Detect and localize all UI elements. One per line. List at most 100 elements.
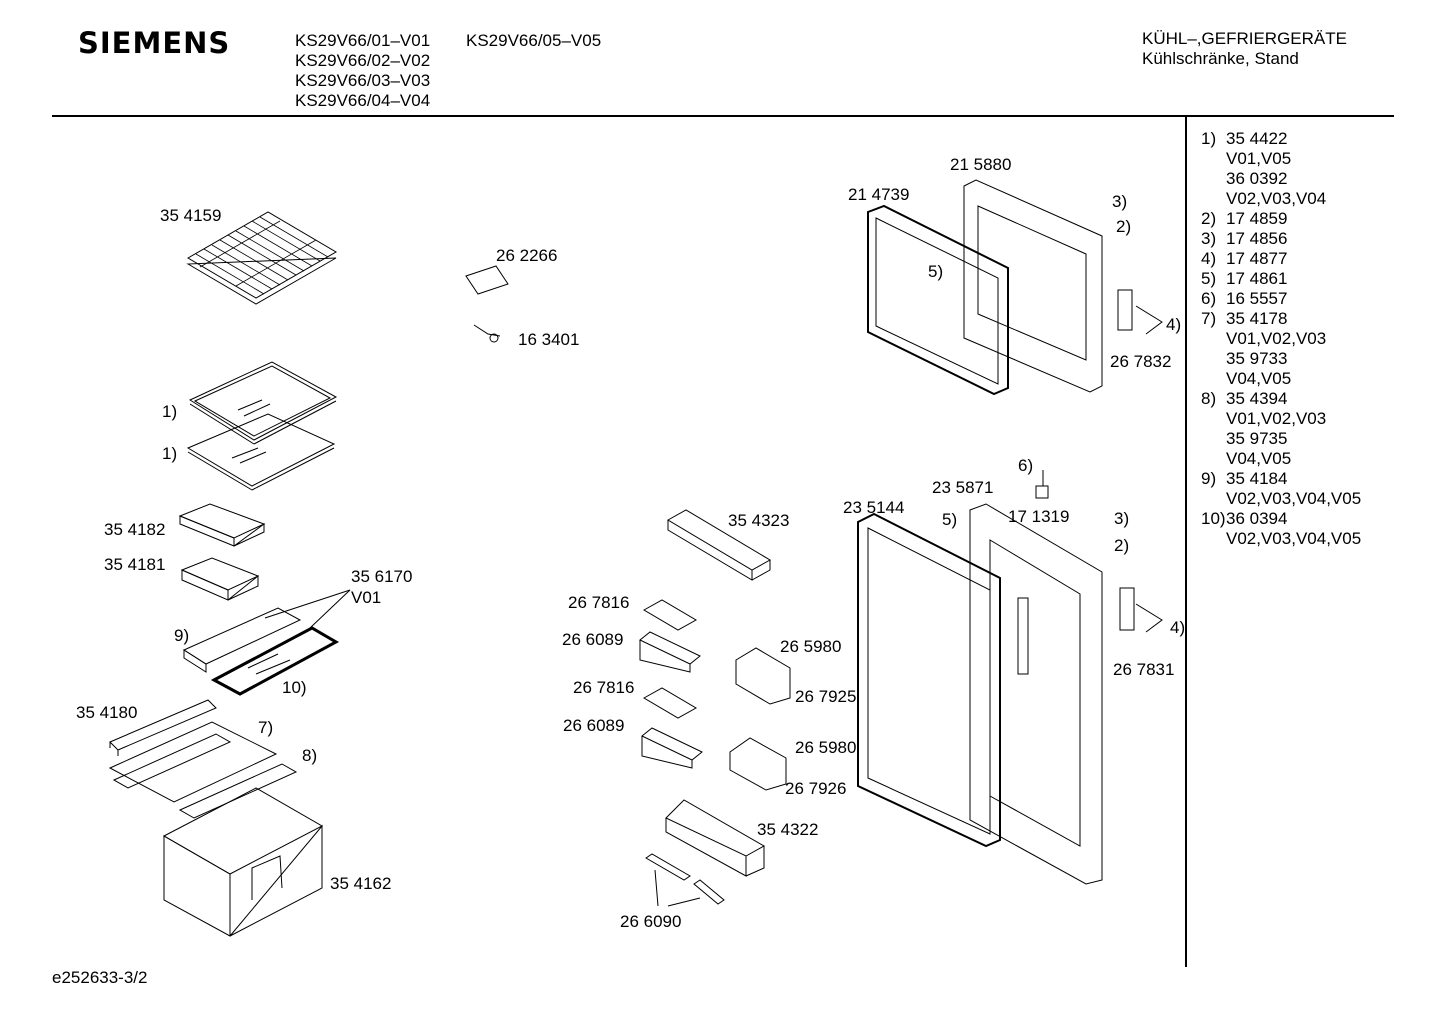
legend-key: 10) xyxy=(1201,509,1226,528)
model-item: KS29V66/03–V03 xyxy=(295,71,431,90)
header-divider xyxy=(52,115,1394,117)
legend-value: 17 4856 xyxy=(1226,229,1288,248)
legend-row: 3) 17 4856 xyxy=(1201,229,1361,249)
part-number-label: 35 4182 xyxy=(104,520,166,539)
category-line-1: KÜHL–,GEFRIERGERÄTE xyxy=(1142,29,1347,48)
legend-value: V01,V02,V03 xyxy=(1226,409,1327,428)
legend-key: 4) xyxy=(1201,249,1217,268)
part-number-label: 35 4323 xyxy=(728,511,790,530)
legend-value: 35 4178 xyxy=(1226,309,1288,328)
model-item: KS29V66/04–V04 xyxy=(295,91,431,110)
part-number-label: 17 1319 xyxy=(1008,507,1070,526)
part-number-label: 26 7831 xyxy=(1113,660,1175,679)
legend-row: 7)35 4178 xyxy=(1201,309,1361,329)
legend-row: 1) 35 4422 xyxy=(1201,129,1361,149)
legend-value: 17 4877 xyxy=(1226,249,1288,268)
reference-label: 4) xyxy=(1166,315,1182,334)
part-number-label: 35 4322 xyxy=(757,820,819,839)
legend-key: 3) xyxy=(1201,229,1217,248)
part-number-label: 26 6090 xyxy=(620,912,682,931)
part-number-label: 35 4159 xyxy=(160,206,222,225)
legend-key: 9) xyxy=(1201,469,1217,488)
part-number-label: 26 6089 xyxy=(562,630,624,649)
door-rack-drawing xyxy=(665,509,772,877)
legend-value: V04,V05 xyxy=(1226,449,1292,468)
reference-label: 4) xyxy=(1170,618,1186,637)
reference-label: 2) xyxy=(1116,217,1132,236)
part-number-label: 26 5980 xyxy=(795,738,857,757)
part-number-label: 26 7816 xyxy=(568,593,630,612)
part-number-label: 21 4739 xyxy=(848,185,910,204)
legend-row: V01,V02,V03 xyxy=(1201,329,1361,349)
leader-lines xyxy=(264,589,351,629)
legend-value: 35 4422 xyxy=(1226,129,1288,148)
reference-label: 10) xyxy=(282,678,307,697)
reference-label: 7) xyxy=(258,718,274,737)
part-number-label: 35 4162 xyxy=(330,874,392,893)
legend-row: 35 9735 xyxy=(1201,429,1361,449)
legend-value: V02,V03,V04 xyxy=(1226,189,1327,208)
legend-key: 5) xyxy=(1201,269,1217,288)
reference-label: 8) xyxy=(302,746,318,765)
legend-value: V02,V03,V04,V05 xyxy=(1226,489,1362,508)
fridge-door-drawing xyxy=(857,503,1103,885)
reference-label: 6) xyxy=(1018,456,1034,475)
legend-row: 4) 17 4877 xyxy=(1201,249,1361,269)
egg-tray-small-drawing xyxy=(465,265,509,295)
legend-row: 5) 17 4861 xyxy=(1201,269,1361,289)
part-number-label: 23 5871 xyxy=(932,478,994,497)
legend-value: V02,V03,V04,V05 xyxy=(1226,529,1362,548)
reference-label: 1) xyxy=(162,444,178,463)
legend-key: 2) xyxy=(1201,209,1217,228)
legend-key: 8) xyxy=(1201,389,1217,408)
legend-value: 35 4394 xyxy=(1226,389,1288,408)
key-drawing xyxy=(473,324,501,343)
legend-row: V01,V02,V03 xyxy=(1201,409,1361,429)
grille-drawing xyxy=(109,699,217,756)
part-number-label: 21 5880 xyxy=(950,155,1012,174)
part-number-label: 16 3401 xyxy=(518,330,580,349)
crisper-panel-drawing xyxy=(108,721,298,819)
model-item: KS29V66/01–V01 xyxy=(295,31,431,50)
reference-label: 3) xyxy=(1114,509,1130,528)
bottle-holder-drawing xyxy=(645,853,725,907)
part-number-label: 23 5144 xyxy=(843,498,905,517)
model-item: KS29V66/02–V02 xyxy=(295,51,431,70)
legend-row: 2) 17 4859 xyxy=(1201,209,1361,229)
hinge-drawing xyxy=(1035,289,1163,633)
legend-row: 8) 35 4394 xyxy=(1201,389,1361,409)
legend-row: V04,V05 xyxy=(1201,449,1361,469)
legend-row: V02,V03,V04,V05 xyxy=(1201,529,1361,549)
legend-row: 6)16 5557 xyxy=(1201,289,1361,309)
legend-value: 17 4859 xyxy=(1226,209,1288,228)
crisper-drawer-drawing xyxy=(162,787,324,937)
category-line-2: Kühlschränke, Stand xyxy=(1142,49,1299,68)
legend-row: V02,V03,V04,V05 xyxy=(1201,489,1361,509)
legend-row: 35 9733 xyxy=(1201,349,1361,369)
bracket-drawing xyxy=(729,647,791,791)
freezer-door-drawing xyxy=(867,179,1103,396)
part-number-label: 35 6170 xyxy=(351,567,413,586)
legend-value: 35 9735 xyxy=(1226,429,1288,448)
model-item: KS29V66/05–V05 xyxy=(466,31,602,50)
legend-value: V01,V02,V03 xyxy=(1226,329,1327,348)
crisper-cover-drawing xyxy=(182,607,340,696)
door-bin-drawing xyxy=(639,631,703,769)
siemens-logo: SIEMENS xyxy=(78,26,231,60)
legend-value: 36 0394 xyxy=(1226,509,1288,528)
legend-key: 6) xyxy=(1201,289,1217,308)
part-number-label: 26 7816 xyxy=(573,678,635,697)
part-number-label: 26 7925 xyxy=(795,687,857,706)
legend-row: 36 0392 xyxy=(1201,169,1361,189)
legend-value: 17 4861 xyxy=(1226,269,1288,288)
reference-label: 5) xyxy=(942,510,958,529)
part-number-label: 26 7832 xyxy=(1110,352,1172,371)
part-number-label: 35 4180 xyxy=(76,703,138,722)
category-title: KÜHL–,GEFRIERGERÄTE Kühlschränke, Stand xyxy=(1142,29,1347,69)
legend-key: 1) xyxy=(1201,129,1217,148)
part-number-label: 26 6089 xyxy=(563,716,625,735)
reference-label: 1) xyxy=(162,402,178,421)
document-id: e252633-3/2 xyxy=(52,968,148,987)
model-list: KS29V66/01–V01 KS29V66/02–V02 KS29V66/03… xyxy=(295,31,430,111)
tray-drawing xyxy=(178,503,266,601)
